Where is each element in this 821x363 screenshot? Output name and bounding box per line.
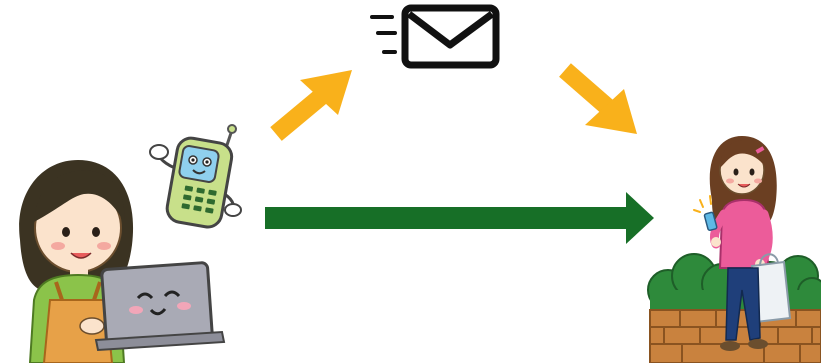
smiling-laptop-illustration [96,262,224,350]
arrow-sender-to-recipient [265,192,654,244]
envelope-icon [372,8,496,65]
phone-mascot-illustration [150,125,241,229]
speed-lines [372,17,395,52]
arrow-sender-to-message [276,70,352,134]
arrow-message-to-recipient [565,70,637,134]
